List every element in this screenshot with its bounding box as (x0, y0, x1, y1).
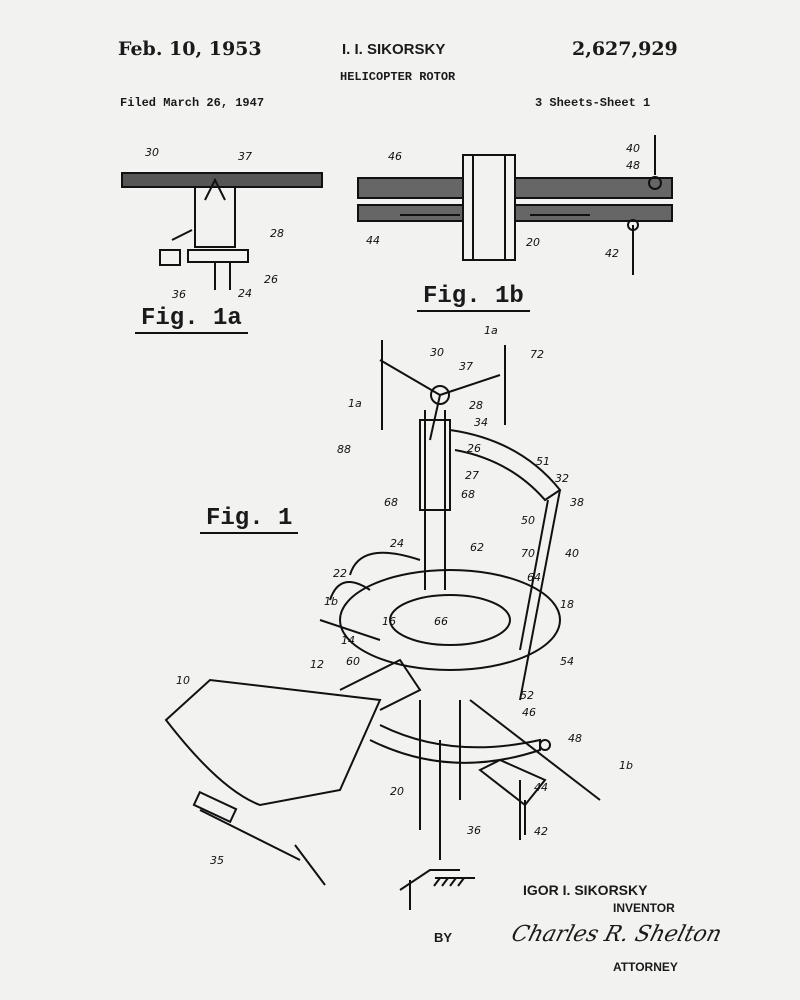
fig-1-drawing (164, 340, 601, 910)
reference-numeral: 22 (333, 567, 347, 580)
patent-title: HELICOPTER ROTOR (340, 70, 456, 84)
reference-numeral: 62 (470, 541, 484, 554)
reference-numeral: 1a (348, 397, 362, 410)
reference-numeral: 40 (626, 142, 640, 155)
reference-numeral: 18 (560, 598, 574, 611)
reference-numeral: 32 (555, 472, 569, 485)
reference-numeral: 35 (210, 854, 224, 867)
reference-numeral: 46 (522, 706, 536, 719)
reference-numeral: 1b (324, 595, 338, 608)
fig-1-caption: Fig. 1 (200, 505, 299, 534)
reference-numeral: 44 (534, 781, 548, 794)
reference-numeral: 42 (605, 247, 619, 260)
reference-numeral: 72 (530, 348, 544, 361)
reference-numeral: 37 (238, 150, 252, 163)
reference-numeral: 27 (465, 469, 479, 482)
reference-numeral: 48 (568, 732, 582, 745)
reference-numeral: 24 (238, 287, 252, 300)
reference-numeral: 38 (570, 496, 584, 509)
inventor-header: I. I. SIKORSKY (342, 41, 446, 58)
reference-numeral: 68 (461, 488, 475, 501)
reference-numeral: 48 (626, 159, 640, 172)
reference-numeral: 64 (527, 571, 541, 584)
reference-numeral: 66 (434, 615, 448, 628)
reference-numeral: 36 (172, 288, 186, 301)
reference-numeral: 1a (484, 324, 498, 337)
reference-numeral: 14 (341, 634, 355, 647)
reference-numeral: 60 (346, 655, 360, 668)
reference-numeral: 26 (264, 273, 278, 286)
reference-numeral: 54 (560, 655, 574, 668)
reference-numeral: 37 (459, 360, 473, 373)
reference-numeral: 42 (534, 825, 548, 838)
reference-numeral: 12 (310, 658, 324, 671)
reference-numeral: 36 (467, 824, 481, 837)
reference-numeral: 40 (565, 547, 579, 560)
reference-numeral: 68 (384, 496, 398, 509)
reference-numeral: 34 (474, 416, 488, 429)
attorney-signature: Charles R. Shelton (508, 922, 725, 947)
reference-numeral: 20 (526, 236, 540, 249)
fig-1b-caption: Fig. 1b (417, 283, 530, 312)
reference-numeral: 51 (536, 455, 550, 468)
reference-numeral: 44 (366, 234, 380, 247)
reference-numeral: 24 (390, 537, 404, 550)
attorney-label: ATTORNEY (613, 960, 678, 974)
reference-numeral: 30 (430, 346, 444, 359)
fig-1a-drawing (121, 172, 323, 290)
filed-date: Filed March 26, 1947 (120, 96, 265, 110)
reference-numeral: 50 (521, 514, 535, 527)
sheet-count: 3 Sheets-Sheet 1 (535, 96, 651, 110)
fig-1b-drawing (357, 135, 673, 275)
reference-numeral: 10 (176, 674, 190, 687)
patent-date: Feb. 10, 1953 (118, 38, 262, 60)
reference-numeral: 26 (467, 442, 481, 455)
inventor-name: IGOR I. SIKORSKY (523, 882, 648, 898)
reference-numeral: 1b (619, 759, 633, 772)
fig-1a-caption: Fig. 1a (135, 305, 248, 334)
reference-numeral: 52 (520, 689, 534, 702)
reference-numeral: 88 (337, 443, 351, 456)
reference-numeral: 28 (469, 399, 483, 412)
reference-numeral: 30 (145, 146, 159, 159)
reference-numeral: 16 (382, 615, 396, 628)
inventor-role: INVENTOR (613, 901, 675, 915)
reference-numeral: 46 (388, 150, 402, 163)
reference-numeral: 70 (521, 547, 535, 560)
reference-numeral: 28 (270, 227, 284, 240)
reference-numeral: 20 (390, 785, 404, 798)
by-label: BY (434, 930, 453, 945)
patent-number: 2,627,929 (572, 38, 678, 60)
